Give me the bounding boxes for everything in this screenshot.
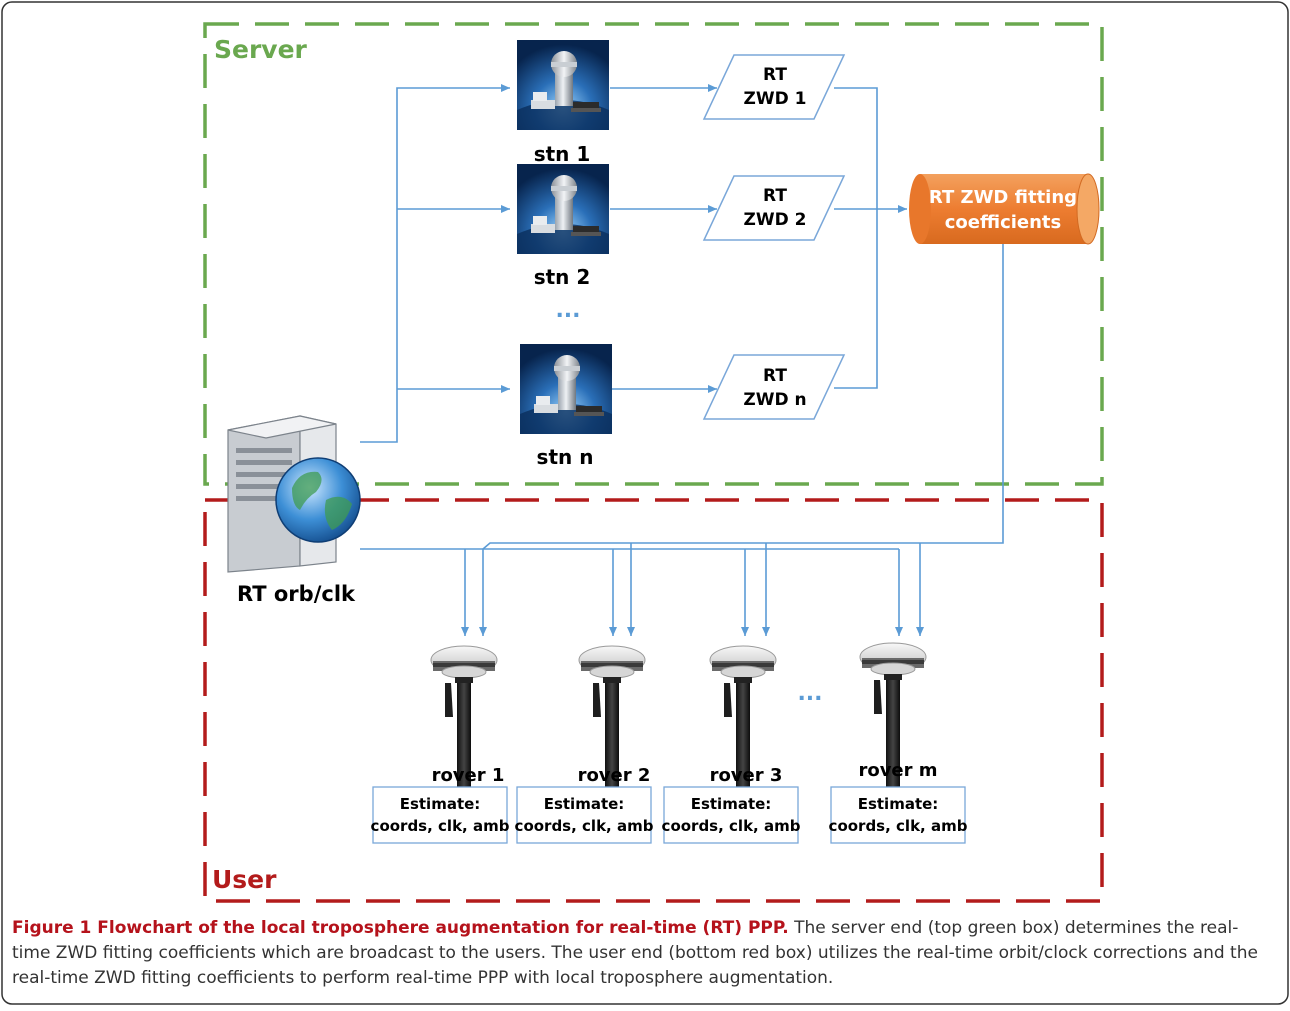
- rover-1-label: rover 1: [432, 765, 505, 786]
- rt-zwd-n-line1: RT: [763, 366, 787, 386]
- rover-2-estimate-line1: Estimate:: [544, 795, 625, 813]
- fitting-coefficients-store: RT ZWD fitting coefficients: [909, 173, 1100, 245]
- stations-ellipsis: ...: [555, 298, 580, 323]
- rover-m-estimate-line2: coords, clk, amb: [829, 817, 968, 835]
- rt-zwd-2-line1: RT: [763, 186, 787, 206]
- station-2: stn 2: [517, 164, 609, 289]
- rt-zwd-2: RT ZWD 2: [703, 175, 845, 241]
- caption-title: Figure 1 Flowchart of the local troposph…: [12, 918, 789, 938]
- rt-zwd-n-line2: ZWD n: [743, 390, 806, 410]
- station-1: stn 1: [517, 40, 609, 166]
- rover-3-estimate-line2: coords, clk, amb: [662, 817, 801, 835]
- server-machine: RT orb/clk: [227, 415, 361, 606]
- rt-zwd-n: RT ZWD n: [703, 354, 845, 420]
- rover-2: rover 2 Estimate: coords, clk, amb: [515, 645, 654, 844]
- station-1-image: [517, 40, 609, 130]
- server-zone-border: [203, 22, 1104, 486]
- rover-m-estimate-line1: Estimate:: [858, 795, 939, 813]
- rover-3: rover 3 Estimate: coords, clk, amb: [662, 645, 801, 844]
- rover-1: rover 1 Estimate: coords, clk, amb: [371, 645, 510, 844]
- user-connectors: [360, 244, 1004, 636]
- server-connectors: [360, 84, 907, 443]
- rover-1-estimate-line1: Estimate:: [400, 795, 481, 813]
- user-zone-label: User: [212, 865, 277, 894]
- station-n-image: [520, 344, 612, 434]
- rt-zwd-1: RT ZWD 1: [703, 54, 845, 120]
- caption-body: The server end (top green box) determine…: [12, 918, 1258, 988]
- rt-zwd-2-line2: ZWD 2: [744, 210, 807, 230]
- rover-2-label: rover 2: [578, 765, 651, 786]
- server-zone-label: Server: [214, 35, 308, 64]
- station-2-label: stn 2: [534, 265, 591, 289]
- station-n: stn n: [520, 344, 612, 469]
- rover-1-estimate-line2: coords, clk, amb: [371, 817, 510, 835]
- rover-2-estimate-line2: coords, clk, amb: [515, 817, 654, 835]
- rt-zwd-1-line2: ZWD 1: [744, 89, 807, 109]
- rover-3-estimate-box: [663, 786, 799, 844]
- fitting-line1: RT ZWD fitting: [929, 187, 1077, 208]
- rovers-ellipsis: ...: [797, 681, 822, 706]
- station-n-label: stn n: [537, 445, 594, 469]
- rover-1-estimate-box: [372, 786, 508, 844]
- station-1-label: stn 1: [534, 142, 591, 166]
- rover-m-estimate-box: [830, 786, 966, 844]
- fitting-line2: coefficients: [945, 212, 1062, 233]
- server-machine-label: RT orb/clk: [237, 582, 356, 606]
- rover-2-estimate-box: [516, 786, 652, 844]
- figure-caption: Figure 1 Flowchart of the local troposph…: [12, 916, 1274, 991]
- rover-3-label: rover 3: [710, 765, 783, 786]
- rover-m-label: rover m: [858, 760, 937, 781]
- station-2-image: [517, 164, 609, 254]
- rt-zwd-1-line1: RT: [763, 65, 787, 85]
- rover-3-estimate-line1: Estimate:: [691, 795, 772, 813]
- rover-m: rover m Estimate: coords, clk, amb: [829, 642, 968, 844]
- user-zone-border: [203, 498, 1104, 903]
